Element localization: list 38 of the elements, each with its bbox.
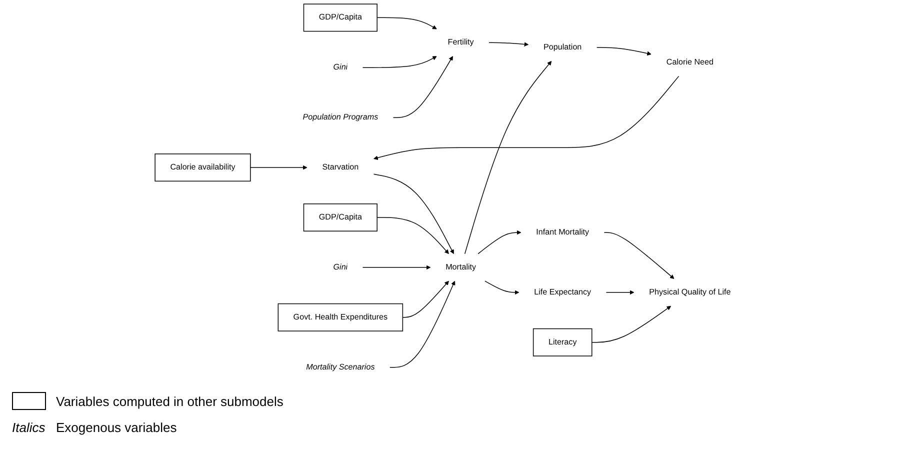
arrow (376, 17, 437, 30)
node-text: Gini (333, 262, 348, 272)
arrow (488, 42, 529, 46)
node-box: GDP/Capita (303, 203, 378, 232)
node-text: Mortality (446, 262, 476, 272)
arrow (606, 290, 634, 295)
arrow (362, 56, 437, 68)
node-text: Infant Mortality (536, 228, 590, 237)
arrow (376, 217, 449, 254)
node-text: Gini (333, 63, 348, 72)
node-text: Physical Quality of Life (649, 288, 731, 296)
legend-sample: Italics (12, 420, 46, 435)
arrow (464, 60, 552, 254)
legend-text: Variables computed in other submodels (56, 394, 284, 408)
node-box: Literacy (532, 328, 592, 356)
arrow (478, 230, 522, 254)
arrow (373, 174, 454, 254)
node-text: Life Expectancy (534, 288, 592, 296)
legend-text: Exogenous variables (56, 420, 177, 435)
node-text: Calorie Need (666, 58, 714, 67)
node-text: Fertility (448, 38, 474, 47)
node-text: Starvation (322, 162, 359, 172)
arrow (592, 306, 672, 343)
arrow (402, 280, 449, 318)
node-text: Population Programs (302, 113, 378, 122)
node-box: GDP/Capita (303, 4, 378, 32)
arrow (390, 280, 456, 368)
arrow (374, 76, 680, 160)
arrow (484, 280, 520, 295)
arrow (362, 265, 431, 270)
node-box: Govt. Health Expenditures (278, 303, 404, 332)
node-box: Calorie availability (154, 154, 251, 182)
arrow (250, 165, 308, 170)
node-text: Population (544, 43, 582, 52)
arrow (596, 47, 652, 56)
arrow (392, 56, 453, 118)
node-text: Mortality Scenarios (306, 362, 375, 372)
arrow (604, 232, 674, 279)
